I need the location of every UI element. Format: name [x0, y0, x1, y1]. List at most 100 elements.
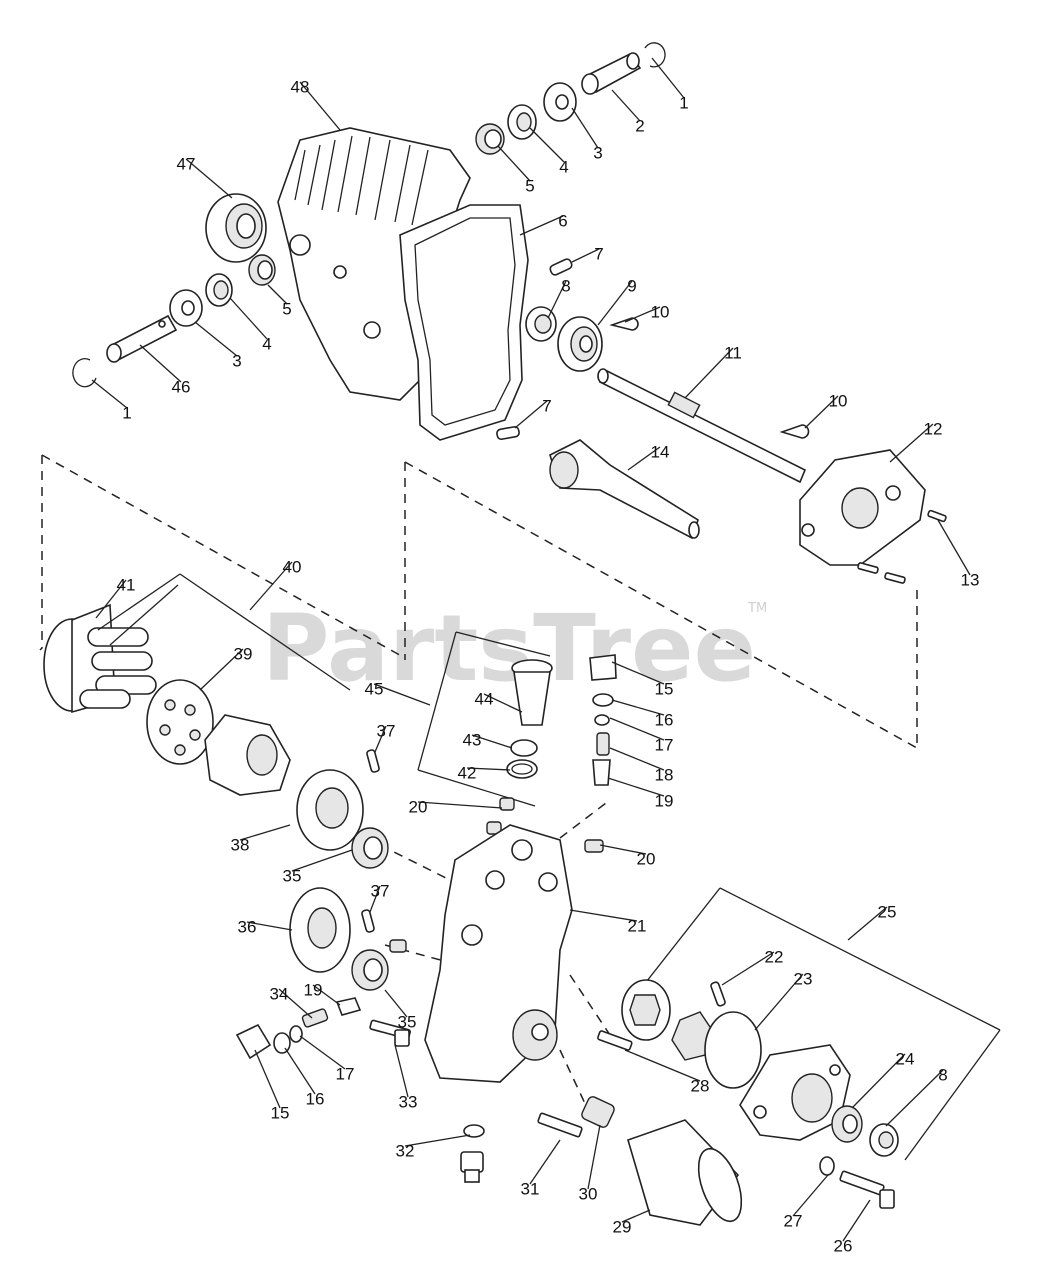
part-23-o-ring[interactable]	[704, 1011, 762, 1089]
callout-label-c36[interactable]: 36	[238, 917, 257, 936]
part-13-pins[interactable]	[857, 509, 947, 584]
callout-label-c1a[interactable]: 1	[679, 93, 688, 112]
part-20a-plugs[interactable]	[486, 797, 515, 835]
callout-label-c3b[interactable]: 3	[232, 351, 241, 370]
part-21-center-section[interactable]	[424, 824, 573, 1083]
part-2-shaft[interactable]	[581, 52, 642, 95]
part-39-plate[interactable]	[146, 679, 214, 765]
part-17a-washer[interactable]	[594, 714, 610, 726]
callout-label-c48[interactable]: 48	[291, 77, 310, 96]
callout-label-c15a[interactable]: 15	[655, 679, 674, 698]
callout-label-c8a[interactable]: 8	[561, 276, 570, 295]
part-7b-pin[interactable]	[496, 425, 520, 441]
callout-label-c47[interactable]: 47	[177, 154, 196, 173]
callout-label-c10b[interactable]: 10	[829, 391, 848, 410]
callout-label-c37a[interactable]: 37	[377, 721, 396, 740]
callout-label-c16b[interactable]: 16	[306, 1089, 325, 1108]
part-46-shaft[interactable]	[106, 314, 178, 363]
callout-label-c7a[interactable]: 7	[594, 244, 603, 263]
part-5a-needle-bearing[interactable]	[475, 123, 505, 155]
part-28-bolt[interactable]	[597, 1030, 633, 1051]
part-1a-snap-ring[interactable]	[644, 42, 666, 68]
callout-label-c15b[interactable]: 15	[271, 1103, 290, 1122]
part-35b-bushing[interactable]	[351, 949, 389, 991]
part-19b-poppet[interactable]	[335, 997, 362, 1016]
part-15b-plug[interactable]	[235, 1023, 272, 1060]
part-15a-plug[interactable]	[589, 654, 617, 681]
part-30-spring[interactable]	[580, 1095, 616, 1129]
callout-label-c28[interactable]: 28	[691, 1076, 710, 1095]
callout-label-c4b[interactable]: 4	[262, 334, 271, 353]
callout-label-c4a[interactable]: 4	[559, 157, 568, 176]
part-24-bearing[interactable]	[831, 1105, 863, 1143]
part-20b-plug[interactable]	[584, 839, 604, 853]
callout-label-c17b[interactable]: 17	[336, 1064, 355, 1083]
callout-label-c5b[interactable]: 5	[282, 299, 291, 318]
callout-label-c13[interactable]: 13	[961, 570, 980, 589]
callout-label-c10a[interactable]: 10	[651, 302, 670, 321]
callout-label-c17a[interactable]: 17	[655, 735, 674, 754]
part-44-valve[interactable]	[511, 659, 553, 726]
part-11-shaft[interactable]	[597, 368, 807, 484]
callout-label-c20b[interactable]: 20	[637, 849, 656, 868]
part-26-bolt[interactable]	[839, 1170, 895, 1209]
callout-label-c37b[interactable]: 37	[371, 881, 390, 900]
part-3a-washer[interactable]	[543, 82, 577, 122]
callout-label-c33[interactable]: 33	[399, 1092, 418, 1111]
part-41-cylinder-block[interactable]	[43, 603, 157, 714]
part-38-swashplate[interactable]	[204, 714, 364, 851]
part-35a-bushing[interactable]	[351, 827, 389, 869]
part-27-washer[interactable]	[819, 1156, 835, 1176]
part-4a-seal[interactable]	[507, 104, 537, 140]
part-25-gerotor[interactable]	[621, 979, 671, 1041]
callout-label-c34[interactable]: 34	[270, 984, 289, 1003]
part-29-filter[interactable]	[627, 1119, 750, 1227]
callout-label-c20a[interactable]: 20	[409, 797, 428, 816]
callout-label-c44[interactable]: 44	[475, 689, 494, 708]
callout-label-c22[interactable]: 22	[765, 947, 784, 966]
callout-label-c3a[interactable]: 3	[593, 143, 602, 162]
callout-label-c27[interactable]: 27	[784, 1211, 803, 1230]
callout-label-c32[interactable]: 32	[396, 1141, 415, 1160]
part-9-ball-bearing[interactable]	[557, 316, 603, 372]
callout-label-c38[interactable]: 38	[231, 835, 250, 854]
callout-label-c19b[interactable]: 19	[304, 980, 323, 999]
callout-label-c11[interactable]: 11	[724, 343, 742, 362]
part-34-spring[interactable]	[301, 1008, 329, 1028]
part-25c-cover[interactable]	[739, 1044, 851, 1141]
callout-label-c18[interactable]: 18	[655, 765, 674, 784]
part-17b-washer[interactable]	[289, 1025, 303, 1043]
callout-label-c40[interactable]: 40	[283, 557, 302, 576]
part-37a-pin[interactable]	[366, 749, 380, 773]
callout-label-c35a[interactable]: 35	[283, 866, 302, 885]
callout-label-c8b[interactable]: 8	[938, 1065, 947, 1084]
part-4b-seal[interactable]	[205, 273, 233, 307]
callout-label-c35b[interactable]: 35	[398, 1012, 417, 1031]
part-32-plug[interactable]	[460, 1151, 484, 1183]
callout-label-c9[interactable]: 9	[627, 276, 636, 295]
callout-label-c42[interactable]: 42	[458, 763, 477, 782]
part-37b-pin[interactable]	[361, 909, 375, 933]
part-33-bolt[interactable]	[369, 1019, 411, 1047]
callout-label-c24[interactable]: 24	[896, 1049, 915, 1068]
part-16b-washer[interactable]	[273, 1032, 291, 1054]
part-31-bolt[interactable]	[537, 1112, 583, 1138]
callout-label-c23[interactable]: 23	[794, 969, 813, 988]
callout-label-c5a[interactable]: 5	[525, 176, 534, 195]
part-5b-needle-bearing[interactable]	[248, 254, 276, 286]
part-32-washer[interactable]	[463, 1124, 485, 1138]
callout-label-c41[interactable]: 41	[117, 575, 136, 594]
callout-label-c26[interactable]: 26	[834, 1236, 853, 1255]
part-7a-pin[interactable]	[549, 258, 573, 276]
part-12-cover[interactable]	[799, 449, 926, 566]
callout-label-c14[interactable]: 14	[651, 442, 670, 461]
part-10a-key[interactable]	[609, 317, 639, 331]
callout-label-c43[interactable]: 43	[463, 730, 482, 749]
callout-label-c31[interactable]: 31	[521, 1179, 540, 1198]
callout-label-c46[interactable]: 46	[172, 377, 191, 396]
part-36-plate[interactable]	[289, 887, 351, 973]
part-18-spring[interactable]	[596, 732, 610, 756]
part-10b-key[interactable]	[779, 424, 810, 439]
part-20c-spring[interactable]	[389, 939, 407, 953]
callout-label-c2[interactable]: 2	[635, 116, 644, 135]
